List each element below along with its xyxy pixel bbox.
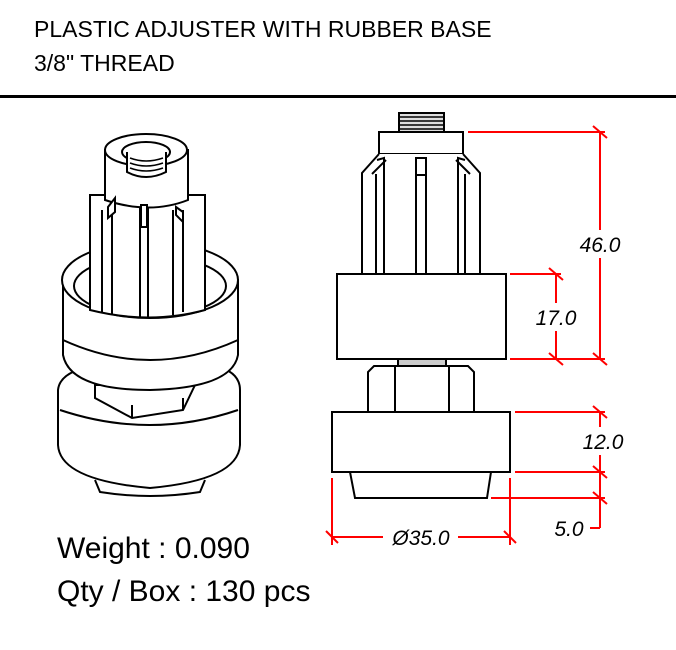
- dimension-lines: [325, 125, 608, 545]
- side-view: [331, 112, 511, 499]
- dim-total-height: 46.0: [580, 234, 621, 257]
- dim-rubber-height: 5.0: [554, 518, 584, 541]
- dim-diameter: Ø35.0: [391, 527, 450, 550]
- drawing-title: PLASTIC ADJUSTER WITH RUBBER BASE: [34, 16, 492, 42]
- weight-label: Weight : 0.090: [57, 532, 250, 565]
- thread-size: 3/8" THREAD: [34, 50, 175, 76]
- qty-per-box-label: Qty / Box : 130 pcs: [57, 575, 311, 608]
- dim-base-height: 12.0: [583, 431, 624, 454]
- title-divider: [0, 95, 676, 98]
- dim-body-height: 17.0: [536, 307, 577, 330]
- isometric-view: [57, 133, 241, 497]
